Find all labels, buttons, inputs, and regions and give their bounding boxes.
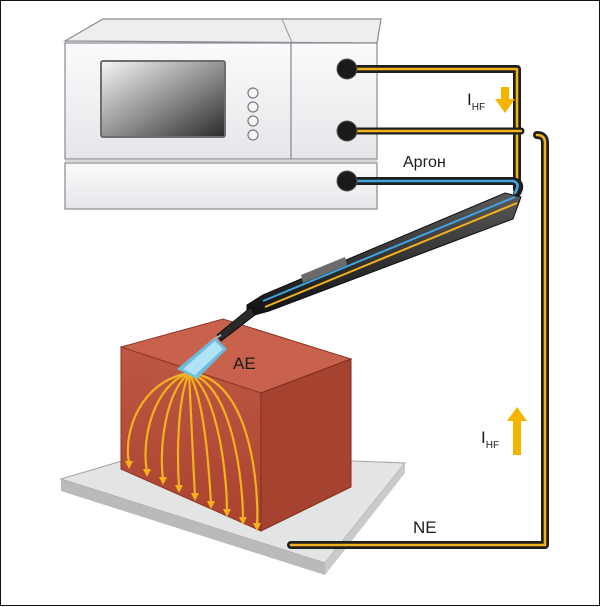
arrow-down-icon (495, 87, 515, 113)
cables (287, 65, 549, 549)
current-label-top-main: I (467, 90, 472, 109)
current-label-bottom: IHF (481, 428, 499, 451)
current-field-lines (126, 371, 259, 526)
argon-plasma-beam (177, 337, 227, 379)
current-label-top: IHF (467, 90, 485, 113)
current-label-bottom-sub: HF (486, 440, 499, 451)
argon-probe (210, 192, 522, 342)
device-sockets (336, 58, 358, 192)
neutral-electrode-label: NE (413, 518, 437, 537)
device-screen (100, 60, 226, 138)
arrow-up-icon (507, 407, 527, 455)
hf-cable-top-core (345, 67, 519, 191)
current-label-bottom-main: I (481, 428, 486, 447)
electrosurgical-unit (62, 18, 382, 210)
device-knobs (247, 87, 259, 141)
ne-cable-core (289, 133, 547, 547)
field-arrowheads (125, 461, 261, 531)
argon-line-core (345, 179, 519, 195)
active-electrode-label: AE (233, 354, 256, 373)
current-label-top-sub: HF (472, 102, 485, 113)
argon-label: Аргон (403, 154, 446, 171)
